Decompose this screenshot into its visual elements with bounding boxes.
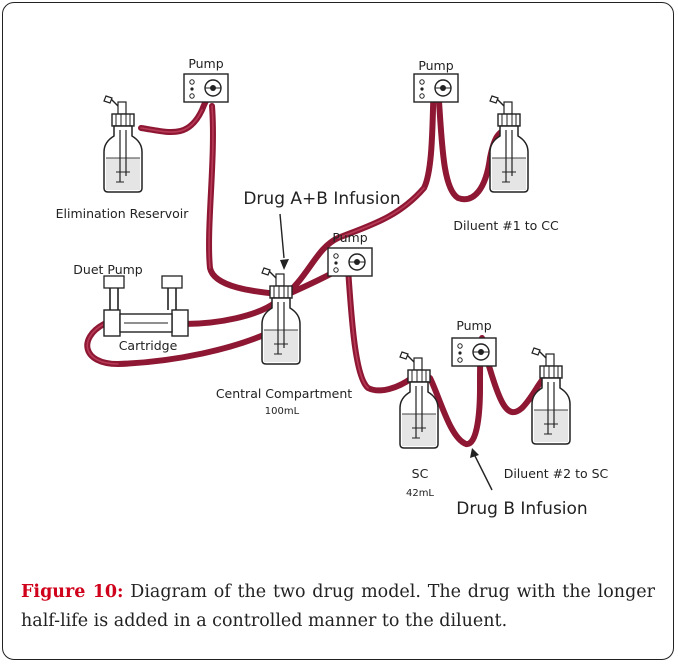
caption-text: Diagram of the two drug model. The drug … [21,582,655,631]
bottle-icon [399,351,439,449]
pump-icon [413,73,459,103]
bottle-icon [489,95,529,193]
caption-label: Figure 10: [21,582,124,602]
diluent-1-bottle [489,95,529,193]
pump-lower-right [451,337,497,367]
two-drug-model-diagram: Pump Pump Pump Pump Elimination Reservoi… [38,48,638,536]
drug-ab-infusion-label: Drug A+B Infusion [243,189,400,209]
pump-icon [327,247,373,277]
figure-caption: Figure 10: Diagram of the two drug model… [21,578,655,636]
pump-icon [451,337,497,367]
diluent-2-label: Diluent #2 to SC [504,466,609,481]
sc-bottle [399,351,439,449]
pump-top-right [413,73,459,103]
sc-volume-label: 42mL [406,488,434,499]
central-volume-label: 100mL [265,406,300,417]
pump-label: Pump [418,58,453,73]
elimination-reservoir-label: Elimination Reservoir [56,206,190,221]
bottle-icon [531,347,571,445]
pump-icon [183,73,229,103]
drug-b-infusion-label: Drug B Infusion [456,499,587,519]
cartridge-label: Cartridge [119,338,178,353]
drug-ab-arrow [279,213,289,270]
pump-label: Pump [456,318,491,333]
duet-pump [103,275,189,337]
duet-pump-label: Duet Pump [73,262,143,277]
pump-label: Pump [332,230,367,245]
pump-top-left [183,73,229,103]
drug-b-arrow [470,448,493,491]
diluent-1-label: Diluent #1 to CC [453,218,559,233]
pump-center [327,247,373,277]
pump-label: Pump [188,56,223,71]
cartridge-icon [103,275,189,337]
bottle-icon [103,95,143,193]
elimination-reservoir-bottle [103,95,143,193]
central-compartment-label: Central Compartment [216,386,352,401]
diluent-2-bottle [531,347,571,445]
sc-label: SC [412,466,429,481]
